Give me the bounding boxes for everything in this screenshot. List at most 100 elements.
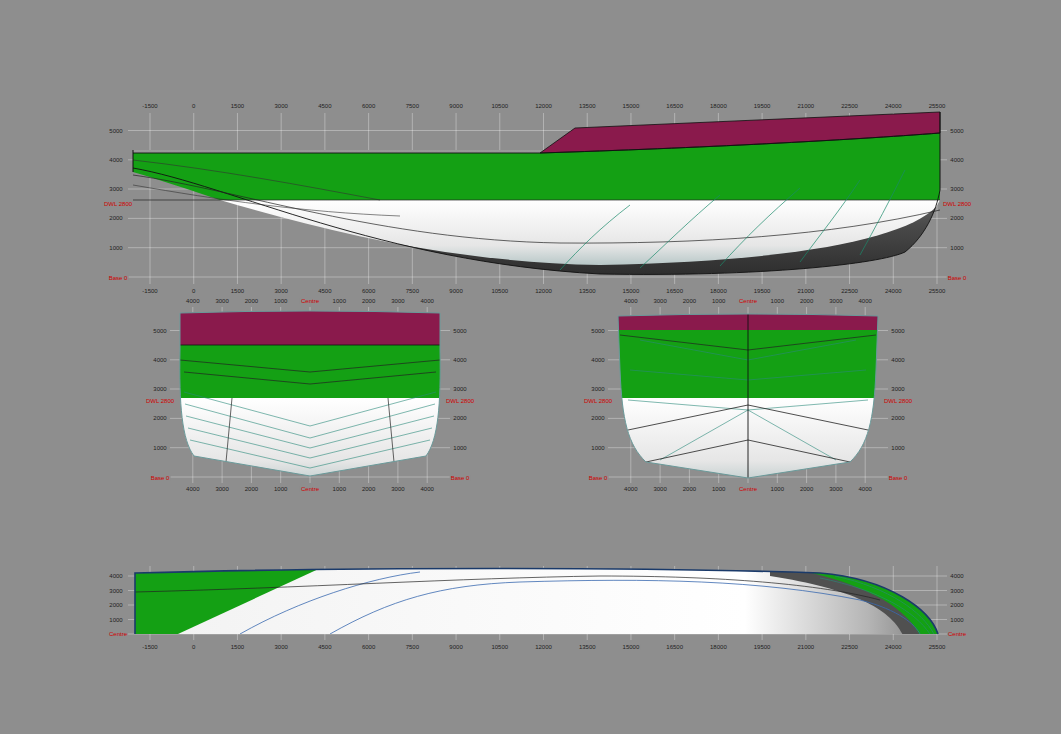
reference-label: Centre xyxy=(738,486,758,492)
section-line xyxy=(860,170,905,255)
chine-line xyxy=(133,160,380,200)
axis-label: 2000 xyxy=(108,215,123,221)
axis-label: 4000 xyxy=(890,357,905,363)
axis-label: 1000 xyxy=(770,298,785,304)
axis-label: 24000 xyxy=(884,103,903,109)
axis-label: 10500 xyxy=(490,288,509,294)
underwater-hull xyxy=(220,200,940,265)
reference-label: Base 0 xyxy=(108,275,129,281)
plan-view xyxy=(130,560,950,640)
axis-label: 3000 xyxy=(828,486,843,492)
reference-label: DWL 2800 xyxy=(445,398,475,404)
axis-label: 22500 xyxy=(840,288,859,294)
axis-label: 0 xyxy=(191,644,196,650)
axis-label: 2000 xyxy=(361,486,376,492)
axis-label: 7500 xyxy=(405,644,420,650)
axis-label: 13500 xyxy=(578,103,597,109)
axis-label: 1000 xyxy=(452,445,467,451)
reference-label: Base 0 xyxy=(888,475,909,481)
axis-label: -1500 xyxy=(141,644,158,650)
axis-label: 2000 xyxy=(682,486,697,492)
axis-label: 12000 xyxy=(534,288,553,294)
axis-label: 1000 xyxy=(949,245,964,251)
axis-label: 1000 xyxy=(890,445,905,451)
axis-label: 15000 xyxy=(622,103,641,109)
profile-view xyxy=(133,112,940,274)
axis-label: 3000 xyxy=(949,186,964,192)
axis-label: 3000 xyxy=(214,298,229,304)
axis-label: 1000 xyxy=(949,617,964,623)
axis-label: 3000 xyxy=(949,588,964,594)
grid-line xyxy=(128,277,947,278)
axis-label: 5000 xyxy=(108,128,123,134)
axis-label: 6000 xyxy=(361,103,376,109)
bulwark xyxy=(170,300,450,345)
reference-label: Centre xyxy=(738,298,758,304)
axis-label: 3000 xyxy=(273,288,288,294)
section-line xyxy=(184,392,436,468)
axis-label: 0 xyxy=(191,288,196,294)
axis-label: 13500 xyxy=(578,288,597,294)
axis-label: 4500 xyxy=(317,288,332,294)
axis-label: 4000 xyxy=(949,573,964,579)
axis-label: 2000 xyxy=(590,415,605,421)
axis-label: 3000 xyxy=(390,298,405,304)
axis-label: 4000 xyxy=(623,486,638,492)
axis-label: 4000 xyxy=(108,157,123,163)
axis-label: 25500 xyxy=(928,103,947,109)
axis-label: 24000 xyxy=(884,288,903,294)
transom xyxy=(133,150,134,172)
axis-label: 7500 xyxy=(405,103,420,109)
axis-label: 1000 xyxy=(711,486,726,492)
axis-label: 1000 xyxy=(273,486,288,492)
body-plan-aft xyxy=(170,300,450,488)
grid-line xyxy=(150,113,151,284)
deck-outline xyxy=(135,569,938,635)
reference-label: DWL 2800 xyxy=(145,398,175,404)
axis-label: 1000 xyxy=(590,445,605,451)
section-line xyxy=(800,180,860,262)
axis-label: 2000 xyxy=(361,298,376,304)
keel-line xyxy=(133,168,940,274)
hull-outline xyxy=(618,314,878,478)
hull-outline xyxy=(180,311,440,476)
axis-label: 4500 xyxy=(317,644,332,650)
axis-label: 18000 xyxy=(709,644,728,650)
axis-label: 19500 xyxy=(753,644,772,650)
axis-label: 21000 xyxy=(796,103,815,109)
axis-label: 3000 xyxy=(214,486,229,492)
topsides xyxy=(610,330,890,398)
axis-label: 4000 xyxy=(152,357,167,363)
axis-label: 19500 xyxy=(753,103,772,109)
axis-label: 3000 xyxy=(390,486,405,492)
axis-label: 1500 xyxy=(230,288,245,294)
axis-label: 1500 xyxy=(230,103,245,109)
reference-label: Base 0 xyxy=(947,275,968,281)
axis-label: 13500 xyxy=(578,644,597,650)
axis-label: 6000 xyxy=(361,288,376,294)
axis-label: 19500 xyxy=(753,288,772,294)
stem xyxy=(940,112,941,190)
waterline-curve xyxy=(240,572,420,634)
axis-label: 2000 xyxy=(949,215,964,221)
axis-label: 2000 xyxy=(244,486,259,492)
axis-label: 3000 xyxy=(452,386,467,392)
section-line xyxy=(640,195,720,268)
axis-label: 21000 xyxy=(796,644,815,650)
chine-line xyxy=(133,185,400,216)
axis-label: 5000 xyxy=(890,328,905,334)
axis-label: 4000 xyxy=(590,357,605,363)
axis-label: 5000 xyxy=(452,328,467,334)
bulwark xyxy=(540,112,940,153)
axis-label: 4000 xyxy=(623,298,638,304)
axis-label: 15000 xyxy=(622,288,641,294)
topsides xyxy=(133,133,940,200)
axis-label: 2000 xyxy=(799,298,814,304)
axis-label: 15000 xyxy=(622,644,641,650)
bow-band xyxy=(800,560,950,640)
chine-line xyxy=(180,360,440,384)
axis-label: 5000 xyxy=(590,328,605,334)
axis-label: 4000 xyxy=(185,298,200,304)
axis-label: 24000 xyxy=(884,644,903,650)
axis-label: 5000 xyxy=(949,128,964,134)
